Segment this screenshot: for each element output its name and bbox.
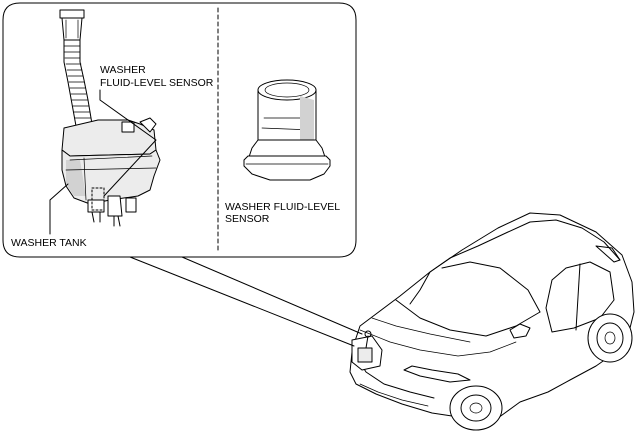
- detail-sensor-label-line1: WASHER FLUID-LEVEL: [225, 201, 340, 213]
- detail-callout-frame: [2, 2, 363, 347]
- detail-sensor-label-line2: SENSOR: [225, 213, 270, 225]
- fluid-level-sensor-illustration: [243, 79, 331, 181]
- vehicle-illustration: [349, 212, 635, 431]
- washer-tank-illustration: [59, 9, 161, 227]
- sensor-callout-label-line2: FLUID-LEVEL SENSOR: [100, 77, 214, 89]
- tank-callout-label: WASHER TANK: [11, 237, 87, 249]
- leader-lines: [49, 89, 157, 235]
- sensor-callout-label-line1: WASHER: [100, 64, 146, 76]
